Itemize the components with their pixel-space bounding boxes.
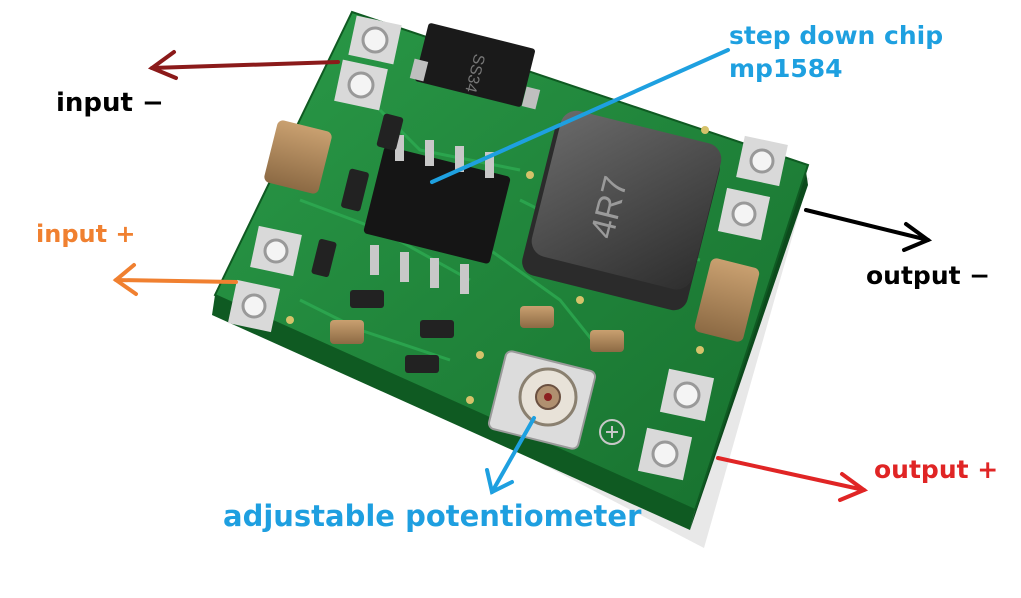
output-minus-pads — [717, 135, 788, 241]
chip-arrow — [430, 48, 730, 184]
potentiometer-arrow — [485, 416, 536, 495]
potentiometer-label: adjustable potentiometer — [223, 499, 642, 533]
chip-label-line1: step down chip — [729, 21, 944, 50]
input-plus-pads — [227, 225, 302, 333]
output-plus-label: output + — [874, 455, 999, 484]
input-minus-pads — [334, 15, 402, 111]
4r7-inductor: 4R7 — [522, 110, 722, 311]
input-plus-arrow — [112, 263, 238, 296]
smd-resistors — [311, 113, 454, 373]
output-plus-pads — [637, 368, 715, 481]
input-plus-label: input + — [36, 220, 136, 248]
vias — [286, 126, 709, 404]
output-minus-label: output − — [866, 261, 991, 290]
output-plus-arrow — [716, 456, 869, 502]
mp1584-chip — [363, 135, 511, 294]
board-edge — [212, 295, 695, 530]
output-minus-arrow — [804, 208, 933, 252]
capacitors — [264, 120, 760, 352]
potentiometer — [487, 350, 625, 450]
step-down-chip-label: step down chip mp1584 — [729, 20, 943, 85]
ss34-diode: SS34 — [409, 23, 541, 110]
input-minus-arrow — [147, 50, 340, 80]
input-minus-label: input − — [56, 88, 164, 118]
chip-label-line2: mp1584 — [729, 53, 843, 83]
